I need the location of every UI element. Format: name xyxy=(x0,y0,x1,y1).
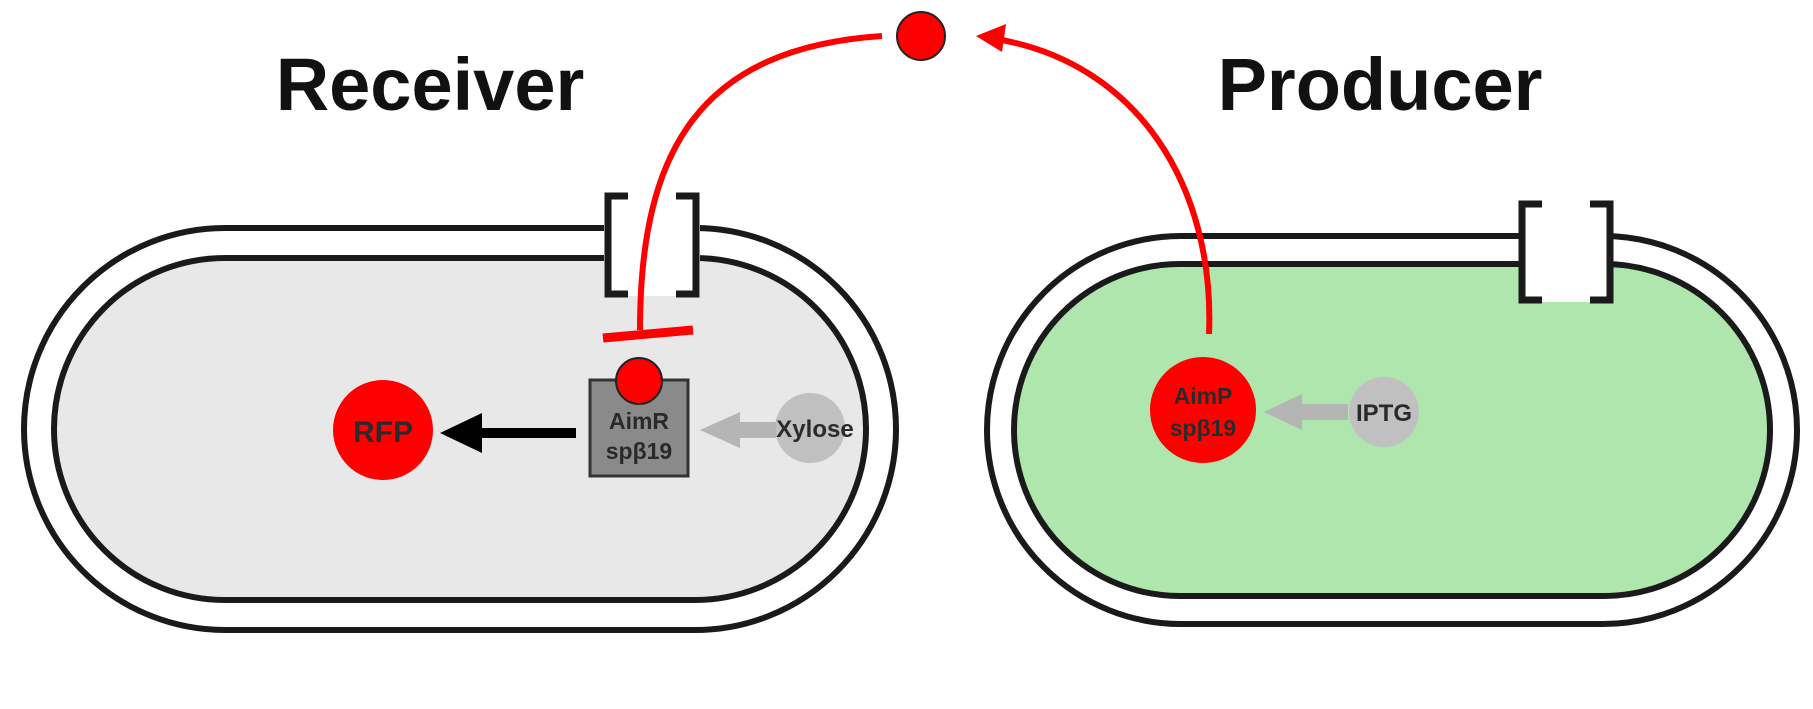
aimr-label-line1: AimR xyxy=(609,408,669,434)
activation-arrowhead xyxy=(440,413,482,453)
rfp-label: RFP xyxy=(353,416,413,449)
producer-title: Producer xyxy=(1218,43,1543,126)
rfp-circle xyxy=(333,380,433,480)
secretion-arrowhead xyxy=(976,24,1006,52)
xylose-arrowhead xyxy=(700,412,740,448)
receiver-title: Receiver xyxy=(276,43,585,126)
secretion-arrow xyxy=(989,35,1213,335)
bound-peptide xyxy=(615,357,663,405)
iptg-label: IPTG xyxy=(1356,400,1412,427)
aimp-label-line1: AimP xyxy=(1174,383,1233,409)
xylose-label: Xylose xyxy=(776,416,853,443)
aimr-label-line2: spβ19 xyxy=(606,438,672,464)
aimp-label-line2: spβ19 xyxy=(1170,415,1236,441)
receiver-cell: RFP AimR spβ19 Xylose xyxy=(21,192,899,633)
iptg-circle xyxy=(1349,377,1419,447)
producer-cell: AimP spβ19 IPTG xyxy=(984,200,1800,627)
xylose-circle xyxy=(775,393,845,463)
receiver-membrane-channel xyxy=(604,192,700,298)
iptg-arrowhead xyxy=(1264,394,1302,430)
aimp-circle xyxy=(1150,357,1256,463)
inhibition-path xyxy=(637,33,883,331)
inhibition-bar xyxy=(602,325,694,343)
producer-membrane-channel xyxy=(1518,200,1614,304)
free-peptide-signal xyxy=(896,11,946,61)
